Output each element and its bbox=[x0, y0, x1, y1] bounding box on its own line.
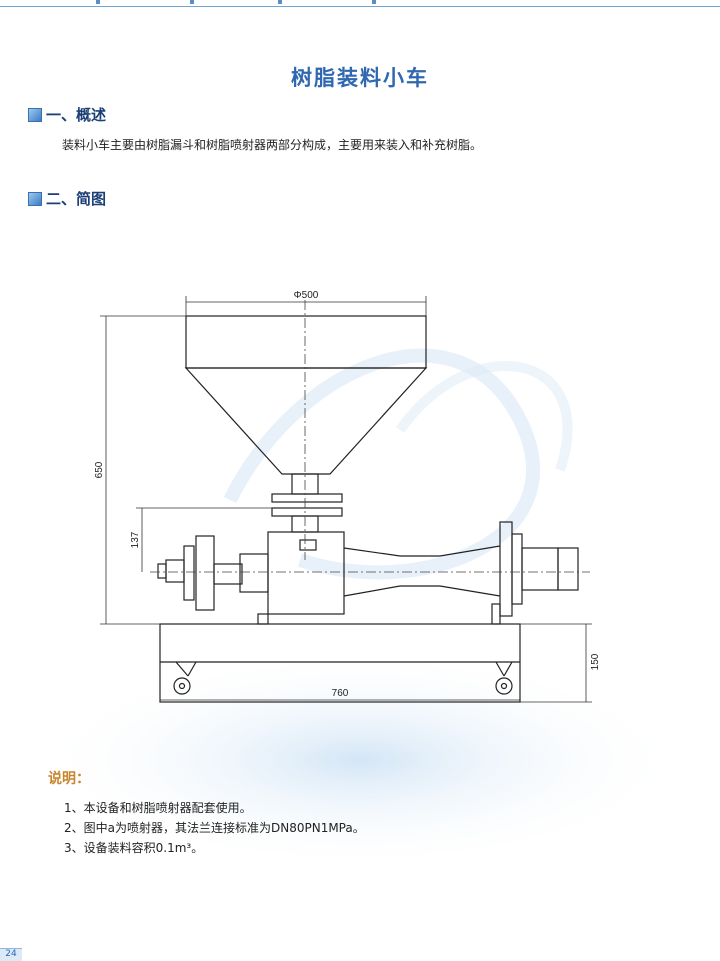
note-item: 3、设备装料容积0.1m³。 bbox=[64, 841, 204, 855]
dimension-base-height: 150 bbox=[590, 653, 601, 670]
left-wheel bbox=[173, 677, 191, 695]
dimension-width: 760 bbox=[332, 688, 349, 699]
dimension-height: 650 bbox=[94, 461, 105, 478]
hopper-top-box bbox=[185, 315, 427, 369]
notes-list: 1、本设备和树脂喷射器配套使用。 2、图中a为喷射器，其法兰连接标准为DN80P… bbox=[64, 798, 365, 858]
section-heading-text: 二、简图 bbox=[46, 190, 107, 208]
top-rule bbox=[0, 0, 720, 7]
hopper-cone bbox=[184, 367, 428, 475]
note-item: 2、图中a为喷射器，其法兰连接标准为DN80PN1MPa。 bbox=[64, 821, 365, 835]
section-heading-diagram: 二、简图 bbox=[28, 188, 106, 209]
section-heading-overview: 一、概述 bbox=[28, 104, 106, 125]
cart-base bbox=[159, 623, 521, 703]
overview-paragraph: 装料小车主要由树脂漏斗和树脂喷射器两部分构成，主要用来装入和补充树脂。 bbox=[62, 138, 483, 152]
ejector-body bbox=[267, 531, 345, 615]
page-number: 24 bbox=[0, 948, 22, 961]
square-bullet-icon bbox=[28, 107, 42, 122]
cart-schematic-drawing: Φ500 650 137 760 150 bbox=[94, 290, 601, 703]
dimension-diameter: Φ500 bbox=[294, 290, 319, 301]
note-item: 1、本设备和树脂喷射器配套使用。 bbox=[64, 801, 252, 815]
dimension-inner-height: 137 bbox=[130, 531, 141, 548]
square-bullet-icon bbox=[28, 191, 42, 206]
page-title: 树脂装料小车 bbox=[291, 66, 429, 90]
notes-title: 说明： bbox=[48, 771, 90, 787]
right-wheel bbox=[495, 677, 513, 695]
section-heading-text: 一、概述 bbox=[46, 106, 107, 124]
